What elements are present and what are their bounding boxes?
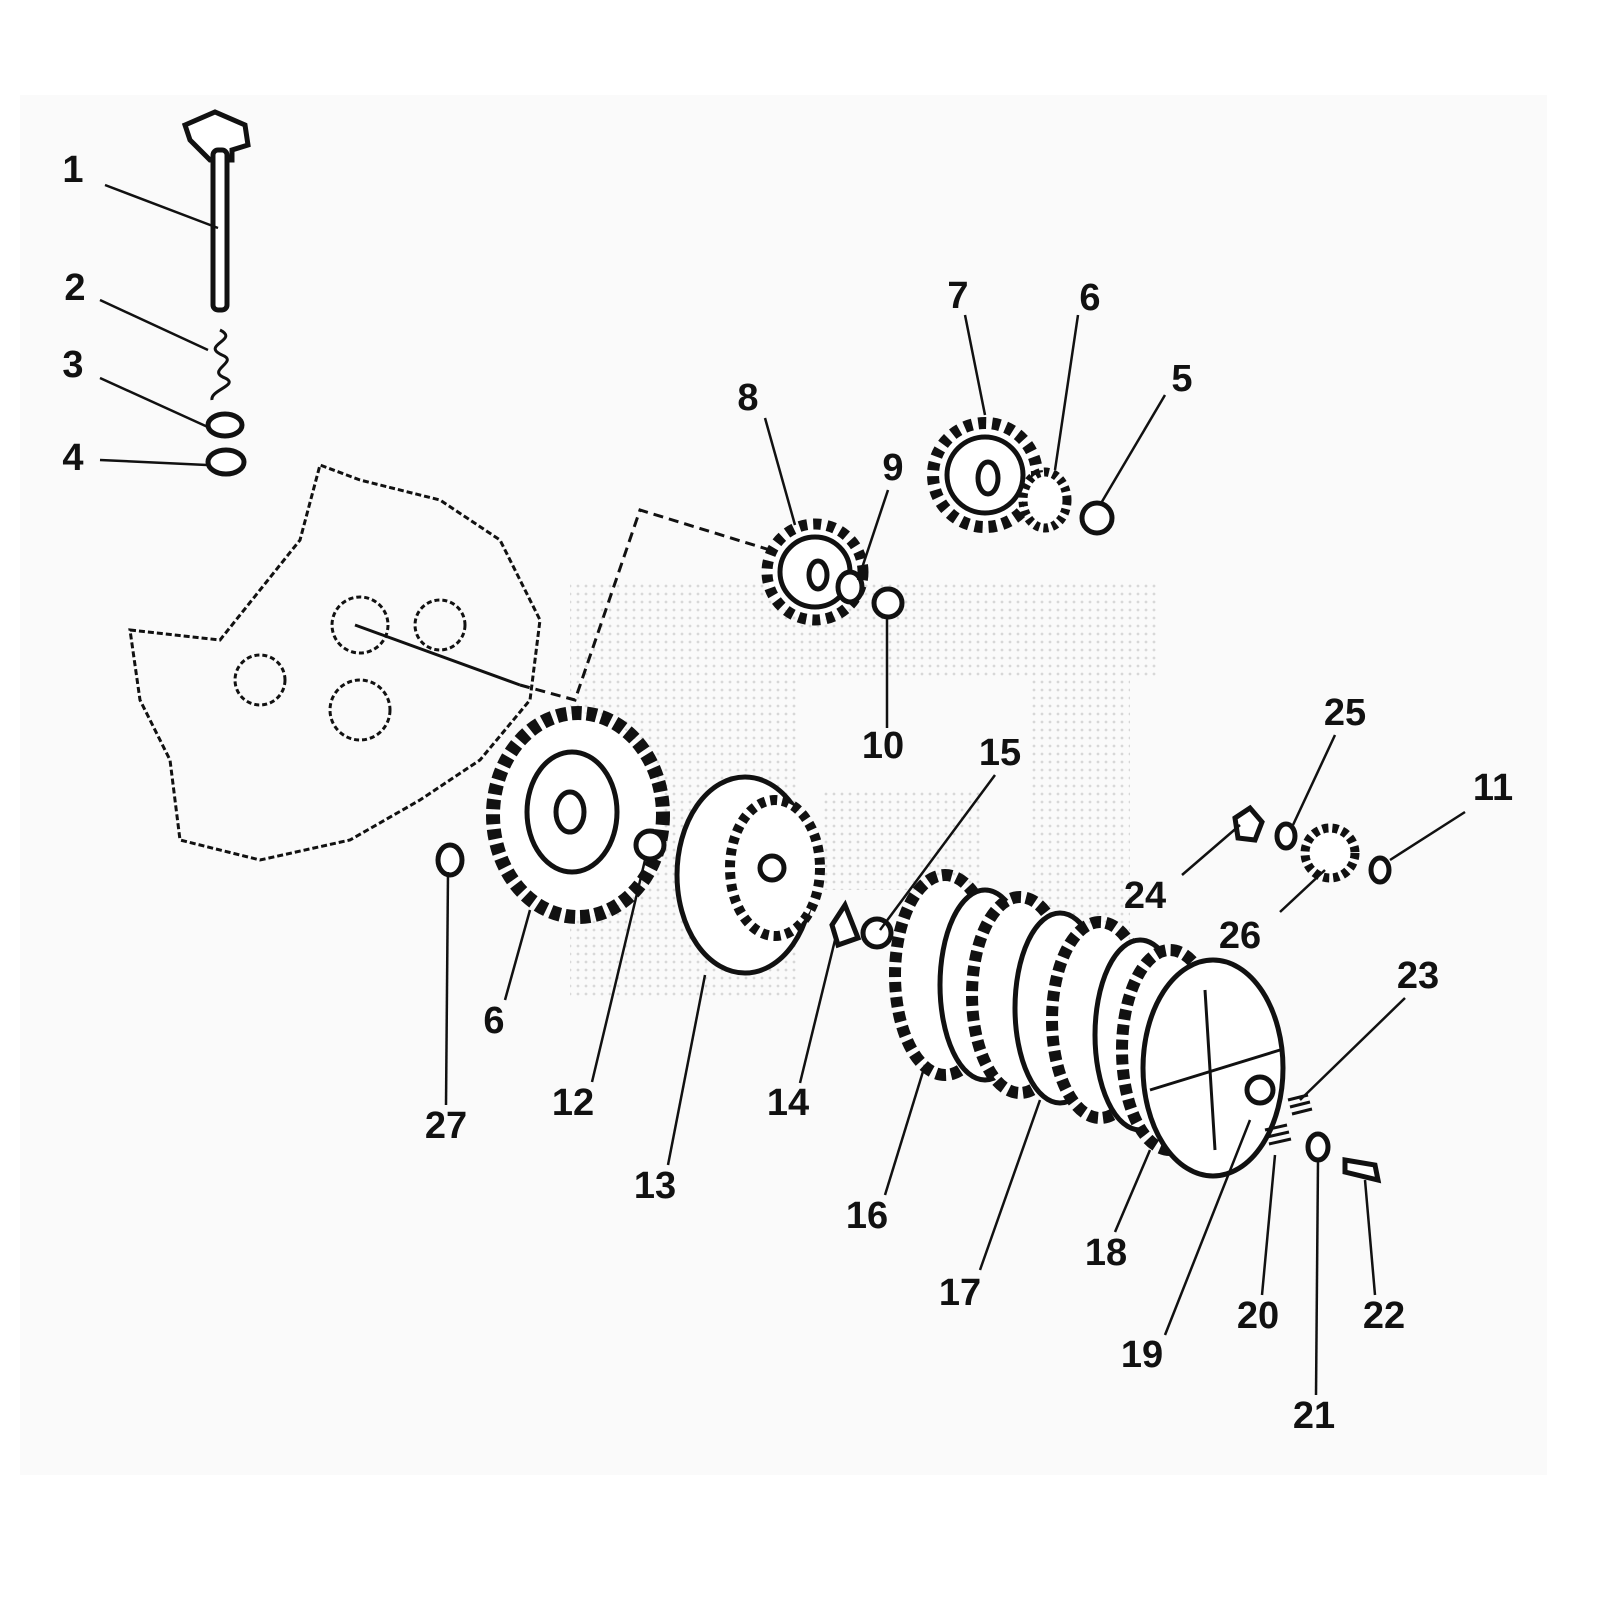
part-19-pressure-plate <box>1140 957 1286 1179</box>
callout-17: 17 <box>939 1272 981 1314</box>
part-22-screw <box>1342 1157 1382 1184</box>
callout-14: 14 <box>767 1082 809 1124</box>
part-8-gear <box>761 518 869 626</box>
part-5-nut <box>1079 500 1115 536</box>
part-12-bolt <box>633 828 667 862</box>
part-3-washer <box>205 411 245 439</box>
callout-16: 16 <box>846 1195 888 1237</box>
part-19-bolt-head <box>1244 1074 1276 1106</box>
part-7-gear <box>927 417 1043 533</box>
callout-13: 13 <box>634 1165 676 1207</box>
part-6-clutch-housing <box>486 706 670 924</box>
callout-23: 23 <box>1397 955 1439 997</box>
callout-3: 3 <box>62 344 83 386</box>
callout-18: 18 <box>1085 1232 1127 1274</box>
part-1-shaft <box>181 109 251 313</box>
callout-12: 12 <box>552 1082 594 1124</box>
part-11-washer <box>1368 855 1392 885</box>
clutch-plate-stack <box>889 869 1286 1179</box>
part-26-gear <box>1300 823 1360 883</box>
callout-labels: 1 2 3 4 5 6 7 8 9 10 11 12 13 14 15 16 1… <box>62 149 1513 1437</box>
part-13-clutch-hub <box>674 774 825 976</box>
part-4-seal <box>205 447 247 477</box>
part-27-nut <box>435 842 465 878</box>
callout-5: 5 <box>1171 358 1192 400</box>
part-25-washer <box>1274 821 1298 851</box>
crankcase <box>128 463 771 862</box>
callout-19: 19 <box>1121 1334 1163 1376</box>
callout-11: 11 <box>1473 767 1513 809</box>
callout-6: 6 <box>1079 277 1100 319</box>
callout-26: 26 <box>1219 915 1261 957</box>
callout-6-lower: 6 <box>483 1000 504 1042</box>
part-9-bushing <box>835 569 865 605</box>
callout-4: 4 <box>62 437 83 479</box>
callout-15: 15 <box>979 732 1021 774</box>
part-21-washer <box>1305 1131 1331 1163</box>
part-6-gear-small <box>1018 467 1072 533</box>
callout-9: 9 <box>882 447 903 489</box>
leader-lines <box>99 183 1466 1396</box>
part-2-spring <box>210 328 231 401</box>
callout-8: 8 <box>737 377 758 419</box>
callout-10: 10 <box>862 725 904 767</box>
callout-7: 7 <box>947 275 968 317</box>
callout-21: 21 <box>1293 1395 1335 1437</box>
part-15-nut <box>860 916 894 950</box>
callout-20: 20 <box>1237 1295 1279 1337</box>
callout-27: 27 <box>425 1105 467 1147</box>
callout-2: 2 <box>64 267 85 309</box>
part-10-nut <box>871 586 905 620</box>
part-24-nut <box>1232 804 1265 843</box>
callout-1: 1 <box>62 149 83 191</box>
part-20-spring <box>1264 1123 1292 1146</box>
callout-25: 25 <box>1324 692 1366 734</box>
callout-24: 24 <box>1124 875 1166 917</box>
callout-22: 22 <box>1363 1295 1405 1337</box>
part-14-lock-washer <box>829 899 862 949</box>
